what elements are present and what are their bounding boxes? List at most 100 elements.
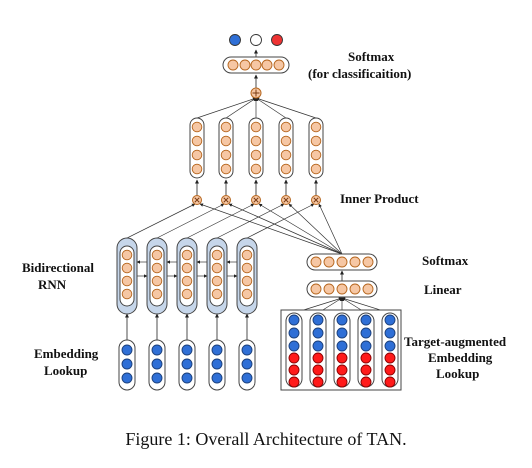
weighted-node-1-3 [220, 163, 232, 175]
target-red-node-3-0 [360, 352, 372, 364]
attn-softmax-node-4 [362, 256, 374, 268]
column-to-sum-3 [255, 97, 287, 119]
softmax-classification-label: Softmax [348, 49, 395, 64]
weighted-node-0-3 [191, 163, 203, 175]
target-blue-node-2-2 [336, 340, 348, 352]
target-red-node-4-0 [384, 352, 396, 364]
target-red-node-1-2 [312, 376, 324, 388]
linear-node-3 [349, 283, 361, 295]
birnn-node-4-0 [241, 249, 253, 261]
birnn-node-0-0 [121, 249, 133, 261]
target-red-node-2-0 [336, 352, 348, 364]
birnn-node-0-3 [121, 288, 133, 300]
product-op-icon-0 [192, 195, 202, 205]
rnn-to-product-4 [246, 203, 315, 239]
target-blue-node-0-2 [288, 340, 300, 352]
embedding-node-4-1 [241, 358, 253, 370]
embedding-node-4-0 [241, 344, 253, 356]
attn-softmax-node-1 [323, 256, 335, 268]
weighted-node-4-1 [310, 135, 322, 147]
target-red-node-1-0 [312, 352, 324, 364]
linear-node-4 [362, 283, 374, 295]
birnn-node-0-2 [121, 275, 133, 287]
output-class-positive [229, 34, 241, 46]
layer-boxes [116, 56, 402, 391]
target-blue-node-2-0 [336, 314, 348, 326]
weighted-state-column-2 [248, 117, 264, 179]
embedding-node-2-2 [181, 372, 193, 384]
attn-softmax-node-0 [310, 256, 322, 268]
embedding-node-2-0 [181, 344, 193, 356]
target-red-node-0-0 [288, 352, 300, 364]
birnn-node-4-2 [241, 275, 253, 287]
embedding-node-0-2 [121, 372, 133, 384]
weighted-state-column-1 [218, 117, 234, 179]
product-op-icon-3 [281, 195, 291, 205]
target-red-node-2-2 [336, 376, 348, 388]
column-to-sum-0 [196, 97, 257, 119]
weighted-node-4-2 [310, 149, 322, 161]
target-red-node-3-2 [360, 376, 372, 388]
target-blue-node-3-0 [360, 314, 372, 326]
embedding-node-1-2 [151, 372, 163, 384]
product-op-icon-1 [221, 195, 231, 205]
birnn-node-2-1 [181, 262, 193, 274]
target-augmented-sublabel: Embedding [428, 350, 493, 365]
attn-to-product-2 [258, 203, 343, 255]
weighted-node-2-2 [250, 149, 262, 161]
target-red-node-4-1 [384, 364, 396, 376]
weighted-node-3-2 [280, 149, 292, 161]
weighted-node-0-2 [191, 149, 203, 161]
birnn-node-0-1 [121, 262, 133, 274]
target-blue-node-4-2 [384, 340, 396, 352]
birnn-node-3-3 [211, 288, 223, 300]
target-blue-node-1-0 [312, 314, 324, 326]
weighted-node-3-1 [280, 135, 292, 147]
linear-label: Linear [424, 282, 462, 297]
attn-to-product-4 [318, 203, 343, 255]
softmax-neuron-2 [250, 59, 262, 71]
column-to-sum-1 [225, 97, 257, 119]
embedding-node-3-0 [211, 344, 223, 356]
target-blue-node-4-1 [384, 327, 396, 339]
weighted-node-1-0 [220, 121, 232, 133]
embedding-node-1-0 [151, 344, 163, 356]
linear-node-1 [323, 283, 335, 295]
attn-softmax-node-3 [349, 256, 361, 268]
target-red-node-2-1 [336, 364, 348, 376]
neuron-nodes [121, 34, 396, 388]
rnn-to-product-0 [126, 203, 196, 239]
linear-node-2 [336, 283, 348, 295]
birnn-node-3-1 [211, 262, 223, 274]
target-blue-node-1-1 [312, 327, 324, 339]
target-blue-node-2-1 [336, 327, 348, 339]
birnn-node-2-2 [181, 275, 193, 287]
weighted-node-4-0 [310, 121, 322, 133]
softmax-neuron-1 [239, 59, 251, 71]
embedding-lookup-sublabel: Lookup [44, 363, 87, 378]
target-blue-node-3-1 [360, 327, 372, 339]
birnn-label: Bidirectional [22, 260, 94, 275]
inner-product-label: Inner Product [340, 191, 419, 206]
birnn-sublabel: RNN [38, 277, 67, 292]
rnn-to-product-3 [216, 203, 285, 239]
target-red-node-0-1 [288, 364, 300, 376]
weighted-node-0-0 [191, 121, 203, 133]
weighted-node-3-3 [280, 163, 292, 175]
softmax-neuron-3 [261, 59, 273, 71]
target-red-node-3-1 [360, 364, 372, 376]
target-blue-node-0-1 [288, 327, 300, 339]
softmax-classification-sublabel: (for classificaition) [308, 66, 411, 81]
birnn-node-4-3 [241, 288, 253, 300]
embedding-node-4-2 [241, 372, 253, 384]
target-red-node-1-1 [312, 364, 324, 376]
embedding-lookup-label: Embedding [34, 346, 99, 361]
target-blue-node-3-2 [360, 340, 372, 352]
target-red-node-0-2 [288, 376, 300, 388]
embedding-node-2-1 [181, 358, 193, 370]
output-class-neutral [250, 34, 262, 46]
rnn-to-product-2 [186, 203, 255, 239]
column-to-sum-4 [255, 97, 317, 119]
weighted-node-2-0 [250, 121, 262, 133]
